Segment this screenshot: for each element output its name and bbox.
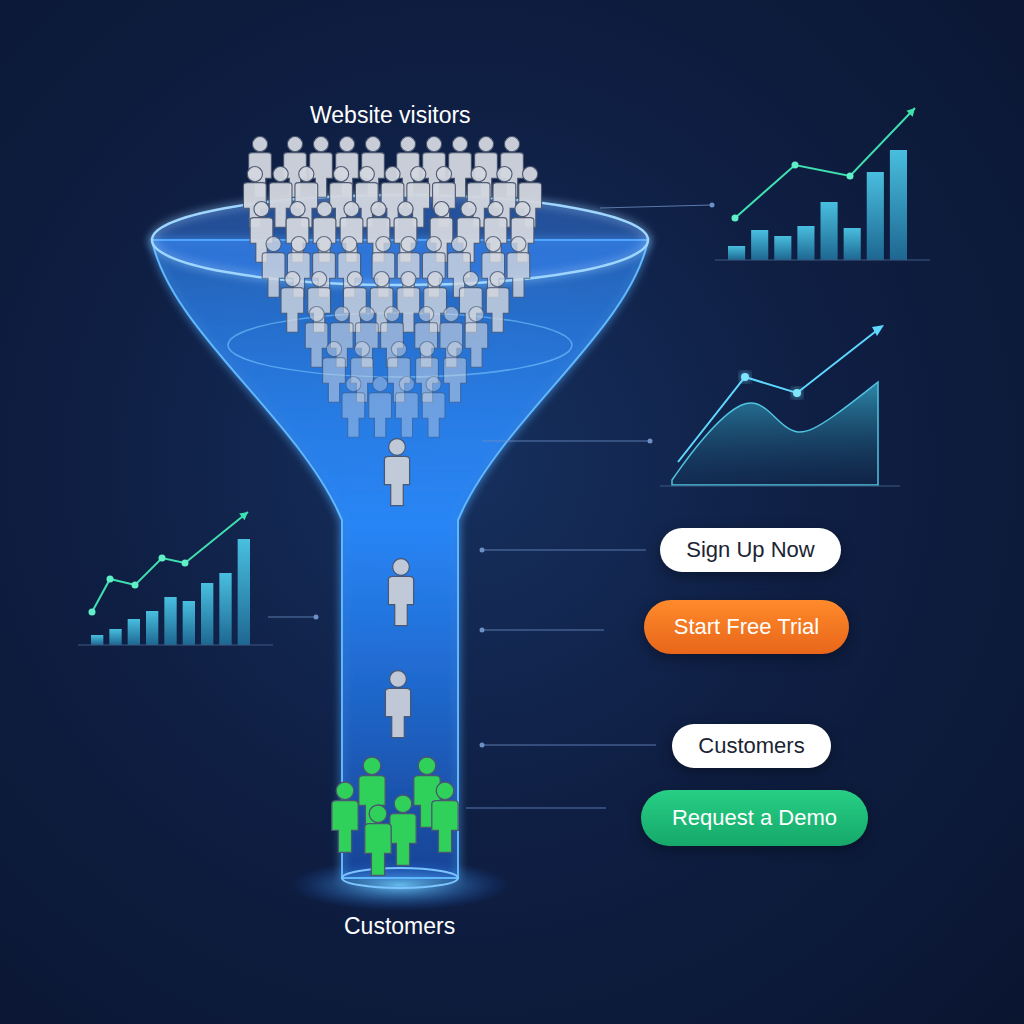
cta-button: Start Free Trial	[644, 600, 849, 654]
person-icon	[432, 782, 458, 852]
person-icon	[384, 439, 409, 506]
person-icon	[342, 377, 365, 438]
cta-button: Request a Demo	[641, 790, 868, 846]
stage-heading: Customers	[344, 913, 455, 941]
button-label: Sign Up Now	[686, 537, 814, 562]
button-label: Request a Demo	[672, 805, 837, 830]
funnel-body	[152, 240, 648, 878]
person-icon	[422, 377, 445, 438]
person-icon	[332, 782, 358, 852]
person-icon	[369, 377, 392, 438]
stage-pill: Customers	[672, 724, 831, 768]
person-icon	[388, 559, 413, 626]
person-icon	[281, 272, 304, 333]
stage-heading: Website visitors	[310, 102, 471, 130]
leader-lines	[268, 205, 712, 808]
button-label: Customers	[698, 733, 804, 758]
spout-ring	[342, 868, 458, 888]
person-icon	[486, 272, 509, 333]
person-icon	[444, 342, 467, 403]
growth-charts	[78, 108, 930, 645]
cta-button: Sign Up Now	[660, 528, 841, 572]
person-icon	[390, 795, 416, 865]
person-icon	[385, 671, 410, 738]
person-icon	[465, 307, 488, 368]
customer-figures	[332, 757, 458, 875]
person-icon	[507, 237, 530, 298]
person-icon	[323, 342, 346, 403]
visitor-crowd	[243, 137, 541, 438]
person-icon	[395, 377, 418, 438]
leader-dots	[314, 203, 715, 748]
person-icon	[365, 805, 391, 875]
prospect-figures	[384, 439, 413, 738]
button-label: Start Free Trial	[674, 614, 819, 639]
